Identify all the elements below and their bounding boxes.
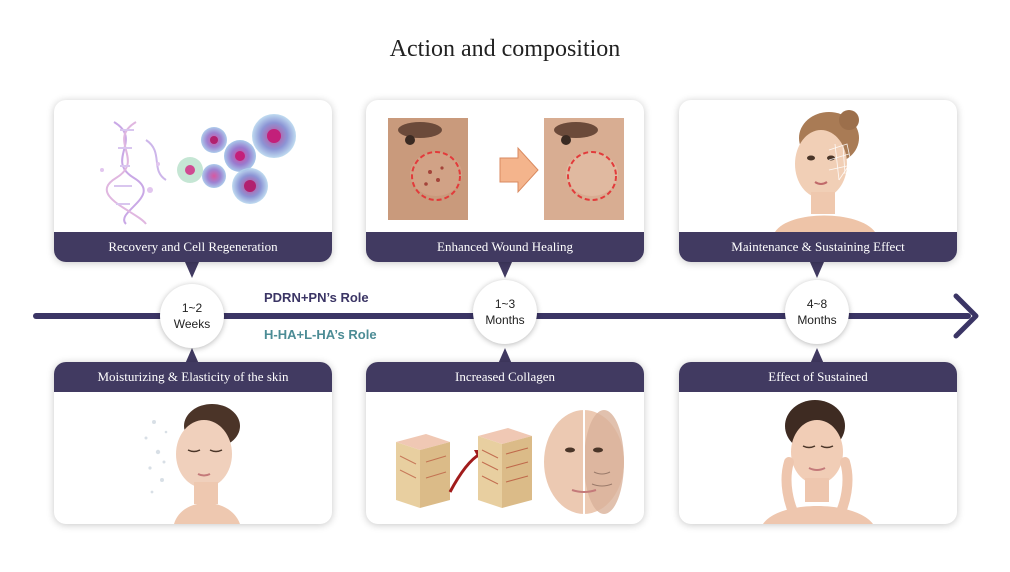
milestone-2: 1~3 Months (473, 280, 537, 344)
card-sustained: Effect of Sustained (679, 362, 957, 524)
milestone-3-range: 4~8 (806, 297, 828, 311)
skin-layer-block-before (396, 434, 450, 508)
water-splash-icon (144, 420, 168, 494)
timeline-arrowhead-icon (953, 293, 979, 339)
pointer-down-2 (498, 262, 512, 278)
moisturized-face-photo (144, 404, 240, 524)
pointer-down-3 (810, 262, 824, 278)
card-recovery: Recovery and Cell Regeneration (54, 100, 332, 262)
pointer-up-1 (185, 348, 199, 364)
skin-layer-block-after (478, 428, 532, 508)
milestone-3-unit: Months (797, 313, 837, 327)
card-moisturizing-label: Moisturizing & Elasticity of the skin (54, 362, 332, 392)
ha-role-label: H-HA+L-HA’s Role (264, 327, 377, 342)
page-title: Action and composition (389, 36, 621, 62)
arrow-right-icon (499, 146, 539, 194)
dna-cell-illustration (100, 114, 296, 225)
card-wound-healing-label: Enhanced Wound Healing (366, 232, 644, 262)
card-wound-healing: Enhanced Wound Healing (366, 100, 644, 262)
card-maintenance-label: Maintenance & Sustaining Effect (679, 232, 957, 262)
collagen-skin-layers-illustration (396, 410, 624, 514)
card-maintenance: Maintenance & Sustaining Effect (679, 100, 957, 262)
milestone-2-range: 1~3 (494, 297, 516, 311)
card-moisturizing: Moisturizing & Elasticity of the skin (54, 362, 332, 524)
card-collagen: Increased Collagen (366, 362, 644, 524)
pointer-down-1 (185, 262, 199, 278)
card-recovery-label: Recovery and Cell Regeneration (54, 232, 332, 262)
face-lifting-photo (775, 110, 875, 232)
milestone-2-unit: Months (485, 313, 525, 327)
milestone-3: 4~8 Months (785, 280, 849, 344)
milestone-1-unit: Weeks (173, 317, 211, 331)
card-sustained-label: Effect of Sustained (679, 362, 957, 392)
pointer-up-3 (810, 348, 824, 364)
milestone-1-range: 1~2 (181, 301, 203, 315)
dna-helix-icon (100, 121, 167, 225)
before-after-skin-photo (388, 118, 624, 220)
card-collagen-label: Increased Collagen (366, 362, 644, 392)
milestone-1: 1~2 Weeks (160, 284, 224, 348)
young-old-face-photo (544, 410, 624, 514)
pointer-up-2 (498, 348, 512, 364)
smooth-face-photo (763, 400, 873, 524)
cell-cluster-icon (177, 114, 296, 204)
lift-lines-icon (828, 143, 852, 181)
pdrn-role-label: PDRN+PN’s Role (264, 290, 369, 305)
